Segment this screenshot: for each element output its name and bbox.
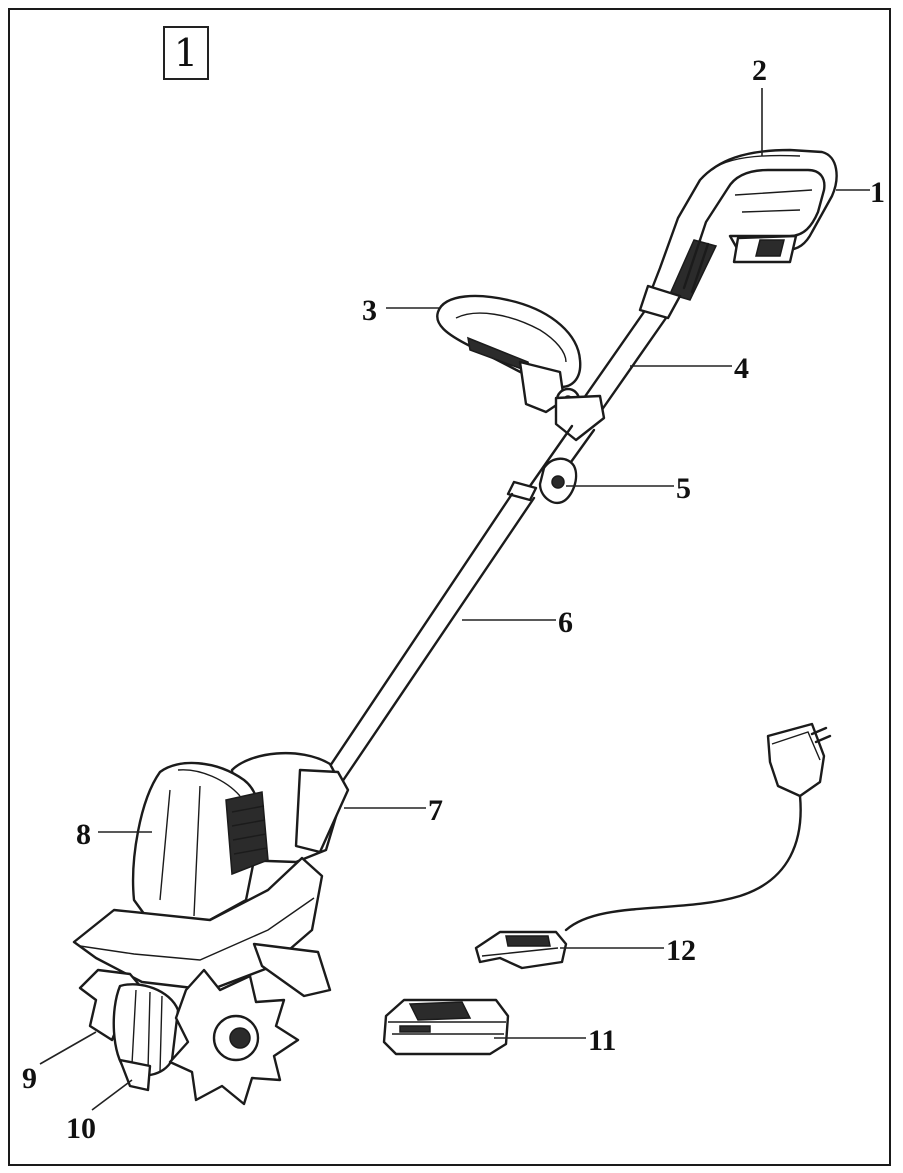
callout-11: 11 [588,1024,616,1057]
callout-1: 1 [870,176,885,209]
leader-lines [39,88,870,1111]
figure-number-box: 1 [163,26,209,80]
callout-4: 4 [734,352,749,385]
callout-12: 12 [666,934,696,967]
callout-2: 2 [752,54,767,87]
lower-tube-drawing [320,492,536,784]
callout-9: 9 [22,1062,37,1095]
main-handle-drawing [638,148,838,320]
motor-housing-drawing [72,752,350,998]
callout-labels: 2 1 3 4 5 6 7 8 9 10 11 12 [22,54,885,1145]
locking-knob-drawing [506,424,596,505]
auxiliary-handle-drawing [436,294,606,442]
figure-number: 1 [173,31,199,75]
callout-6: 6 [558,606,573,639]
charger-drawing [474,722,832,970]
callout-3: 3 [362,294,377,327]
tines-drawing [78,968,300,1106]
callout-5: 5 [676,472,691,505]
callout-10: 10 [66,1112,96,1145]
battery-drawing [382,998,510,1056]
callout-8: 8 [76,818,91,851]
figure-frame [8,8,891,1166]
callout-7: 7 [428,794,443,827]
